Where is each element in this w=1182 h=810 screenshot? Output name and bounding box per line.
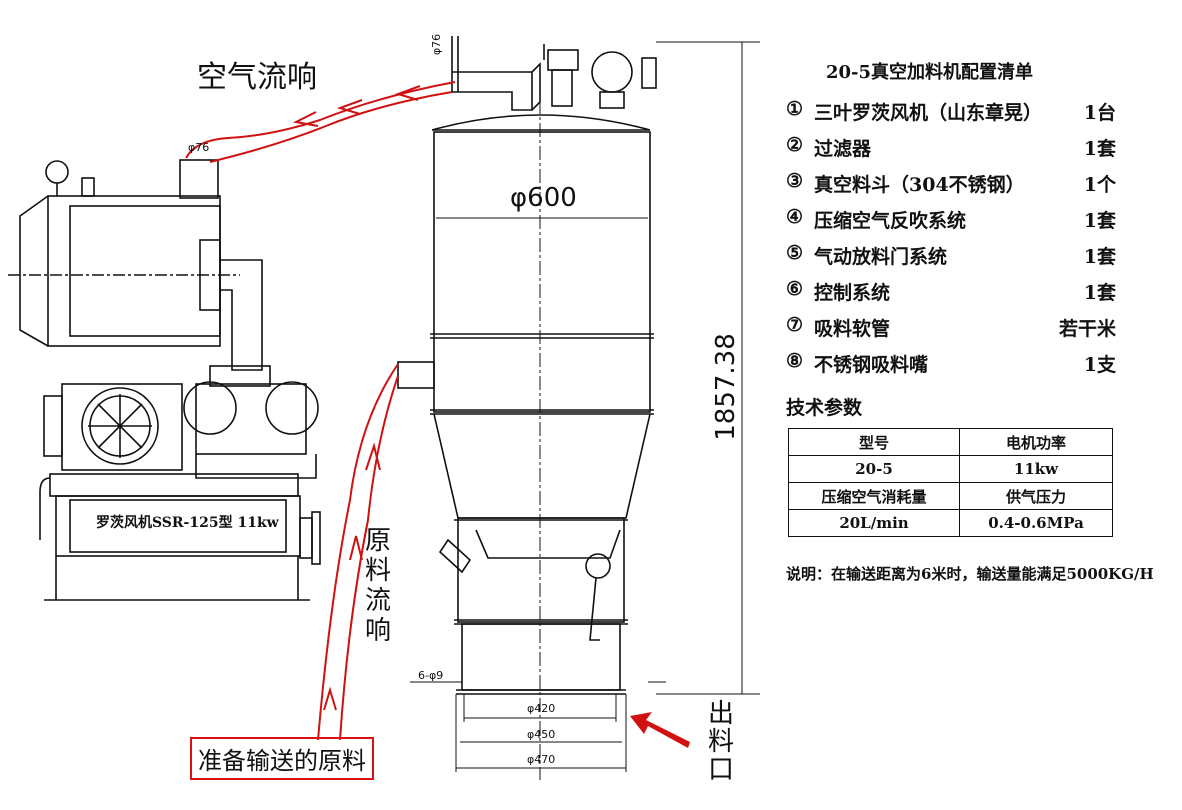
table-cell: 20L/min — [788, 509, 960, 537]
top-pipe — [451, 36, 541, 111]
item-number: ② — [786, 134, 804, 156]
blower-nameplate: 罗茨风机SSR-125型 11kw — [96, 515, 279, 531]
item-number: ③ — [786, 170, 804, 192]
config-title: 20-5真空加料机配置清单 — [826, 62, 1034, 83]
pipe-blower-dimension: φ76 — [188, 141, 210, 154]
item-name: 压缩空气反吹系统 — [814, 210, 967, 232]
item-qty: 1个 — [1083, 174, 1116, 196]
item-qty: 1台 — [1083, 102, 1116, 124]
tech-title: 技术参数 — [786, 397, 863, 419]
config-item: ⑧ 不锈钢吸料嘴 1支 — [786, 350, 1116, 386]
table-cell: 供气压力 — [959, 482, 1113, 510]
roots-blower — [183, 365, 319, 479]
item-number: ④ — [786, 206, 804, 228]
motor — [43, 383, 183, 471]
base-420-dimension: φ420 — [527, 702, 556, 715]
table-row: 20-5 11kw — [788, 455, 1113, 483]
air-flow-label: 空气流响 — [197, 60, 317, 95]
item-name: 真空料斗（304不锈钢） — [814, 174, 1025, 196]
bolt-holes-dimension: 6-φ9 — [418, 669, 444, 682]
hopper-diameter: φ600 — [510, 183, 577, 213]
vacuum-hopper — [397, 100, 654, 780]
height-dimension: 1857.38 — [710, 333, 741, 441]
outlet-arrow — [630, 712, 690, 748]
config-item: ⑥ 控制系统 1套 — [786, 278, 1116, 314]
valve-assembly — [543, 44, 657, 109]
item-qty: 1套 — [1083, 246, 1116, 268]
config-item: ② 过滤器 1套 — [786, 134, 1116, 170]
config-item: ① 三叶罗茨风机（山东章晃） 1台 — [786, 98, 1116, 134]
item-name: 控制系统 — [814, 282, 891, 304]
base-450-dimension: φ450 — [527, 728, 556, 741]
config-item: ④ 压缩空气反吹系统 1套 — [786, 206, 1116, 242]
outlet-label: 出料口 — [707, 699, 734, 785]
pipe-top-dimension: φ76 — [430, 33, 444, 56]
base-470-dimension: φ470 — [527, 753, 556, 766]
table-row: 压缩空气消耗量 供气压力 — [788, 482, 1113, 510]
table-cell: 20-5 — [788, 455, 960, 483]
config-item: ⑤ 气动放料门系统 1套 — [786, 242, 1116, 278]
item-qty: 1套 — [1083, 138, 1116, 160]
item-name: 过滤器 — [814, 138, 872, 160]
item-number: ⑧ — [786, 350, 804, 372]
item-name: 不锈钢吸料嘴 — [814, 354, 929, 376]
note-text: 说明：在输送距离为6米时，输送量能满足5000KG/H — [786, 565, 1154, 583]
table-cell: 0.4-0.6MPa — [959, 509, 1113, 537]
item-name: 吸料软管 — [814, 318, 891, 340]
tech-params-table: 型号 电机功率 20-5 11kw 压缩空气消耗量 供气压力 20L/min 0… — [788, 428, 1113, 537]
table-cell: 电机功率 — [959, 428, 1113, 456]
config-item: ③ 真空料斗（304不锈钢） 1个 — [786, 170, 1116, 206]
table-cell: 型号 — [788, 428, 960, 456]
prepare-material-label: 准备输送的原料 — [190, 737, 374, 780]
item-number: ⑤ — [786, 242, 804, 264]
table-row: 20L/min 0.4-0.6MPa — [788, 509, 1113, 537]
item-name: 气动放料门系统 — [814, 246, 948, 268]
table-cell: 11kw — [959, 455, 1113, 483]
item-qty: 若干米 — [1058, 318, 1116, 340]
item-number: ⑥ — [786, 278, 804, 300]
raw-flow-arrow — [317, 363, 399, 741]
blower-housing — [8, 159, 263, 371]
item-qty: 1支 — [1083, 354, 1116, 376]
pressure-gauge-icon — [45, 160, 95, 197]
item-number: ① — [786, 98, 804, 120]
item-qty: 1套 — [1083, 210, 1116, 232]
air-flow-arrow — [185, 81, 456, 159]
table-cell: 压缩空气消耗量 — [788, 482, 960, 510]
raw-flow-label: 原料流响 — [364, 526, 391, 646]
item-qty: 1套 — [1083, 282, 1116, 304]
table-row: 型号 电机功率 — [788, 428, 1113, 456]
config-item: ⑦ 吸料软管 若干米 — [786, 314, 1116, 350]
item-name: 三叶罗茨风机（山东章晃） — [814, 102, 1043, 124]
item-number: ⑦ — [786, 314, 804, 336]
blower-base — [39, 473, 321, 601]
